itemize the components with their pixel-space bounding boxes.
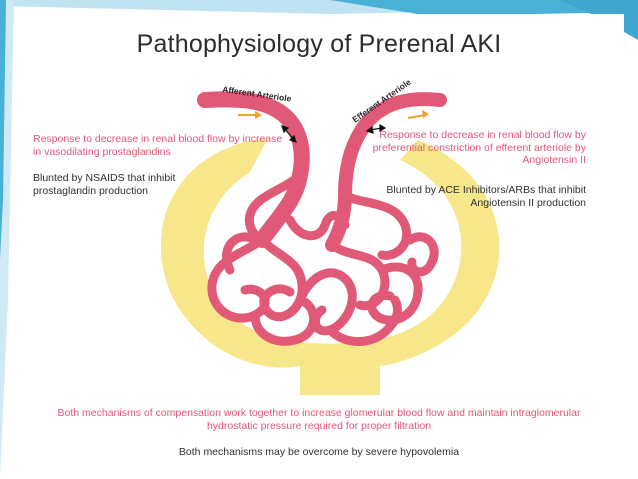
hypovolemia-note: Both mechanisms may be overcome by sever… [178, 446, 460, 458]
efferent-flow-arrow [407, 114, 426, 119]
efferent-flow-arrowhead [422, 110, 429, 118]
afferent-diameter-marker [281, 125, 297, 143]
content-area [14, 14, 624, 475]
left-blunted-note: Blunted by NSAIDS that inhibit prostagla… [33, 172, 176, 197]
efferent-diameter-marker [365, 123, 387, 134]
compensation-note: Both mechanisms of compensation work tog… [57, 407, 581, 432]
slide-title: Pathophysiology of Prerenal AKI [136, 30, 502, 58]
left-response-note: Response to decrease in renal blood flow… [33, 133, 283, 158]
right-blunted-note: Blunted by ACE Inhibitors/ARBs that inhi… [386, 184, 586, 209]
top-right-swoosh [560, 0, 638, 40]
left-swoosh-accent [0, 0, 6, 260]
afferent-arteriole [197, 91, 310, 248]
capillary-tuft [207, 170, 439, 346]
right-response-note: Response to decrease in renal blood flow… [372, 129, 586, 166]
top-swoosh-accent [330, 0, 638, 16]
afferent-flow-arrowhead [255, 111, 262, 119]
bowman-capsule [160, 138, 500, 395]
